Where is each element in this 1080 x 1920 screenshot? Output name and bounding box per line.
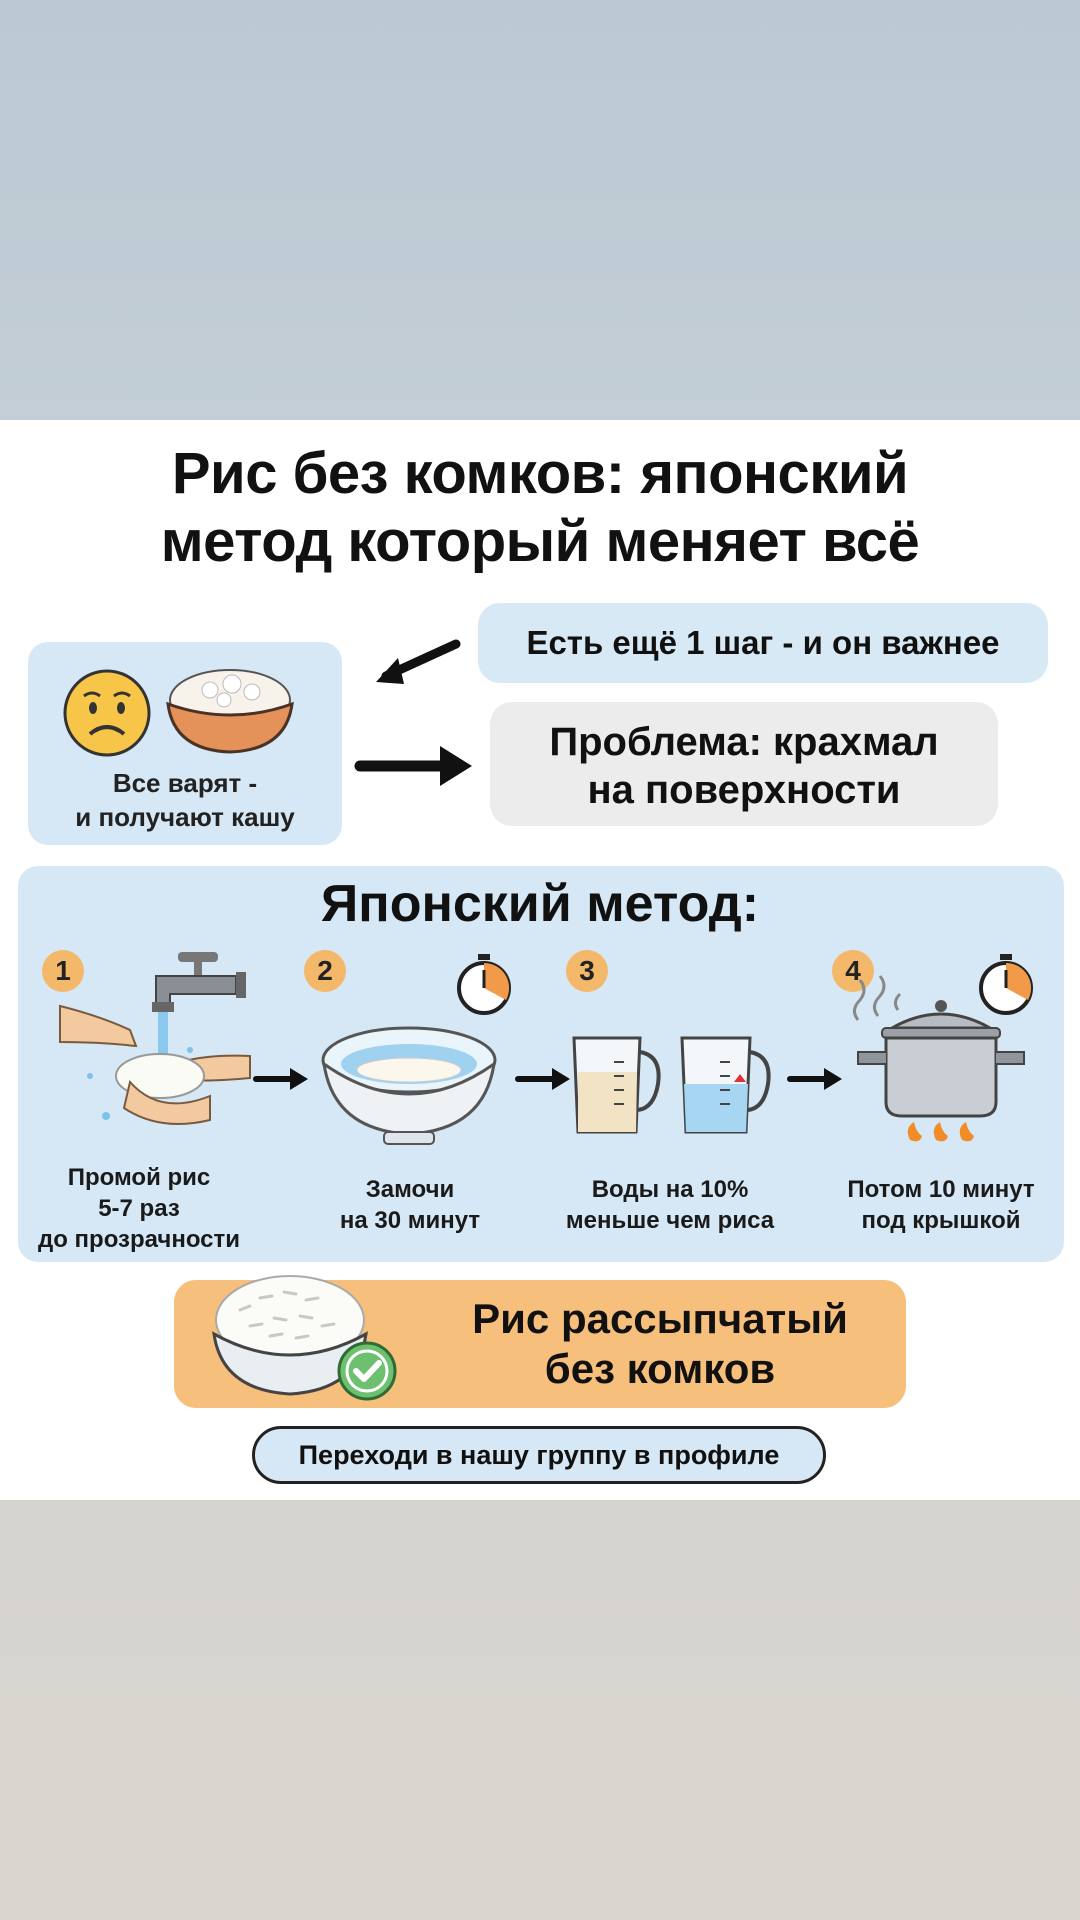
arrow-right-icon bbox=[354, 746, 472, 786]
steam-icon bbox=[853, 975, 902, 1021]
intro-label: Все варят - и получают кашу bbox=[28, 766, 342, 834]
page-title: Рис без комков: японский метод который м… bbox=[0, 440, 1080, 576]
measuring-cups-icon bbox=[572, 1036, 771, 1134]
faucet-washing-icon bbox=[59, 952, 251, 1125]
step-2-badge: 2 bbox=[304, 950, 346, 992]
soaking-bowl-icon bbox=[321, 1026, 497, 1145]
cooking-pot-icon bbox=[857, 1000, 1025, 1142]
step-3-line-2: меньше чем риса bbox=[565, 1207, 775, 1234]
step-3-line-1: Воды на 10% bbox=[591, 1176, 749, 1203]
step-3-label: Воды на 10% меньше чем риса bbox=[540, 1174, 800, 1236]
step-2-line-2: на 30 минут bbox=[339, 1207, 481, 1234]
arrow-left-icon bbox=[376, 639, 461, 684]
result-text: Рис рассыпчатый без комков bbox=[440, 1294, 880, 1394]
timer-icon-2 bbox=[979, 954, 1033, 1015]
problem-pill: Проблема: крахмал на поверхности bbox=[490, 702, 998, 826]
timer-icon bbox=[457, 954, 511, 1015]
problem-line-1: Проблема: крахмал bbox=[549, 720, 939, 764]
step-1-line-1: Промой рис bbox=[67, 1164, 211, 1191]
result-line-2: без комков bbox=[544, 1345, 776, 1392]
step-arrow-1-icon bbox=[253, 1068, 308, 1090]
step-3-badge: 3 bbox=[566, 950, 608, 992]
step-1-line-2: 5-7 раз bbox=[98, 1195, 180, 1222]
step-4-badge: 4 bbox=[832, 950, 874, 992]
method-title: Японский метод: bbox=[320, 875, 760, 933]
step-4-label: Потом 10 минут под крышкой bbox=[818, 1174, 1064, 1236]
sad-face-icon bbox=[63, 669, 151, 757]
step-2-label: Замочи на 30 минут bbox=[300, 1174, 520, 1236]
intro-label-line-1: Все варят - bbox=[112, 768, 258, 798]
step-arrow-2-icon bbox=[515, 1068, 570, 1090]
title-line-2: метод который меняет всё bbox=[160, 509, 920, 574]
step-1-line-3: до прозрачности bbox=[37, 1226, 241, 1253]
step-4-line-1: Потом 10 минут bbox=[847, 1176, 1035, 1203]
step-4-line-2: под крышкой bbox=[861, 1207, 1021, 1234]
group-link-button[interactable]: Переходи в нашу группу в профиле bbox=[252, 1426, 826, 1484]
result-line-1: Рис рассыпчатый bbox=[472, 1295, 848, 1342]
step-1-label: Промой рис 5-7 раз до прозрачности bbox=[26, 1162, 252, 1255]
check-icon bbox=[337, 1341, 397, 1401]
intro-label-line-2: и получают кашу bbox=[75, 802, 295, 832]
hint-pill: Есть ещё 1 шаг - и он важнее bbox=[478, 603, 1048, 683]
step-1-badge: 1 bbox=[42, 950, 84, 992]
step-2-line-1: Замочи bbox=[365, 1176, 455, 1203]
problem-line-2: на поверхности bbox=[587, 768, 901, 812]
title-line-1: Рис без комков: японский bbox=[171, 441, 909, 506]
step-arrow-3-icon bbox=[787, 1068, 842, 1090]
mushy-rice-bowl-icon bbox=[166, 669, 294, 754]
